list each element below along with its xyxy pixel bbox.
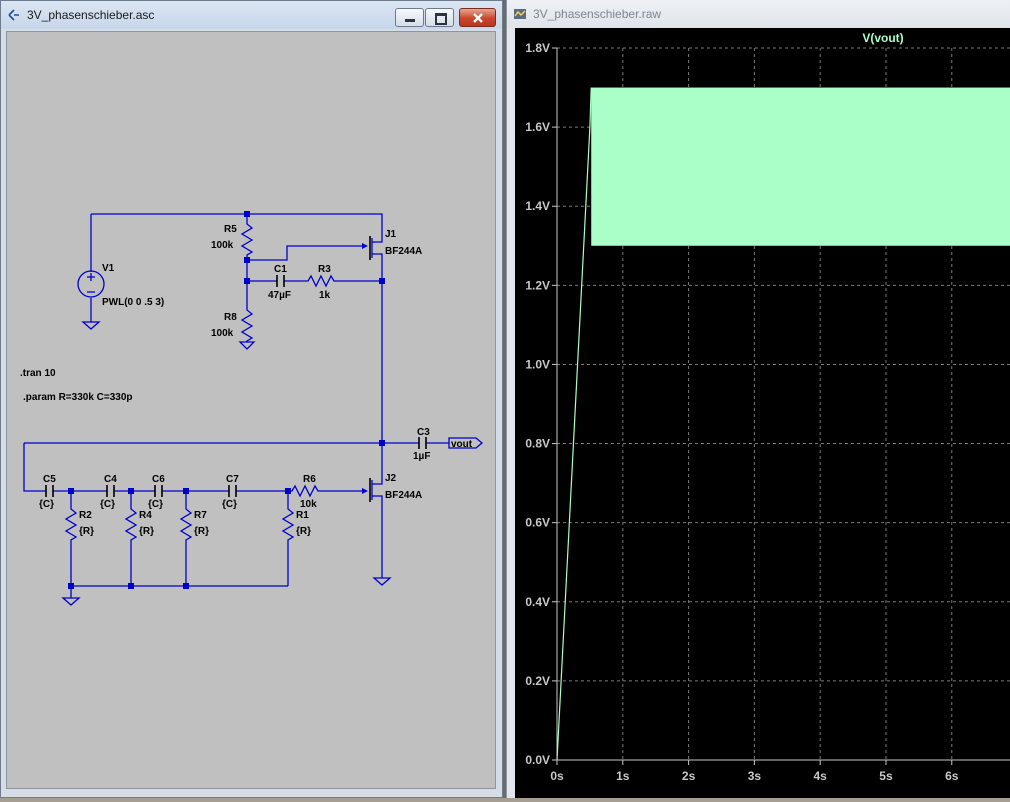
r3-value: 1k (319, 290, 331, 301)
trace-title[interactable]: V(vout) (862, 31, 903, 45)
minimize-button[interactable] (395, 8, 424, 27)
r2-label: R2 (79, 510, 92, 521)
y-tick-label: 1.4V (525, 199, 550, 213)
maximize-icon (435, 13, 447, 25)
close-button[interactable] (459, 8, 496, 27)
x-tick-label: 2s (682, 769, 696, 783)
r2-value: {R} (79, 526, 94, 537)
y-tick-label: 0.2V (525, 674, 550, 688)
r6-label: R6 (303, 474, 316, 485)
waveform-chart[interactable]: 0.0V 0.2V 0.4V 0.6V 0.8V 1.0V 1.2V 1.4V 1.6V 1.8V… (515, 28, 1010, 798)
vout-label: vout (451, 439, 473, 450)
r4-value: {R} (139, 526, 154, 537)
r5-label: R5 (224, 224, 237, 235)
ltspice-schematic-icon (8, 9, 19, 21)
c6-value: {C} (148, 499, 163, 510)
c4-label: C4 (104, 474, 117, 485)
waveform-window-title: 3V_phasenschieber.raw (533, 7, 662, 21)
r8-value: 100k (211, 328, 234, 339)
c7-label: C7 (226, 474, 239, 485)
y-tick-label: 0.8V (525, 437, 550, 451)
x-tick-label: 3s (748, 769, 762, 783)
x-tick-label: 0s (550, 769, 564, 783)
r4-label: R4 (139, 510, 152, 521)
waveform-icon (514, 9, 526, 19)
y-tick-label: 1.0V (525, 357, 550, 371)
c1-value: 47µF (268, 290, 291, 301)
y-tick-label: 1.8V (525, 41, 550, 55)
schematic-title-bar[interactable]: 3V_phasenschieber.asc (1, 1, 502, 29)
close-icon (473, 13, 483, 23)
voltage-source-v1[interactable] (77, 270, 105, 298)
y-tick-label: 1.2V (525, 278, 550, 292)
r1-label: R1 (296, 510, 309, 521)
minimize-icon (405, 19, 415, 22)
maximize-button[interactable] (425, 8, 454, 27)
r5-value: 100k (211, 240, 234, 251)
x-tick-label: 1s (616, 769, 630, 783)
v1-label: V1 (102, 263, 115, 274)
j2-model: BF244A (385, 490, 422, 501)
c3-label: C3 (417, 427, 430, 438)
r6-value: 10k (300, 499, 317, 510)
waveform-plot[interactable]: 0.0V 0.2V 0.4V 0.6V 0.8V 1.0V 1.2V 1.4V 1.6V 1.8V… (515, 28, 1010, 798)
c5-label: C5 (43, 474, 56, 485)
y-tick-label: 0.6V (525, 516, 550, 530)
j2-label: J2 (385, 473, 397, 484)
c1-label: C1 (274, 264, 287, 275)
param-directive[interactable]: .param R=330k C=330p (23, 392, 133, 403)
x-tick-label: 6s (945, 769, 959, 783)
r7-label: R7 (194, 510, 207, 521)
j1-label: J1 (385, 229, 397, 240)
desktop-background (0, 798, 1010, 802)
schematic-drawing: R5 100k J1 BF244A V1 C1 R3 47µF 1k PWL(0… (20, 211, 484, 606)
c4-value: {C} (100, 499, 115, 510)
c3-value: 1µF (413, 451, 430, 462)
vout-net-flag[interactable] (448, 437, 484, 449)
r1-value: {R} (296, 526, 311, 537)
v1-value: PWL(0 0 .5 3) (102, 297, 164, 308)
schematic-window: 3V_phasenschieber.asc (0, 0, 503, 798)
tran-directive[interactable]: .tran 10 (20, 368, 56, 379)
x-tick-label: 5s (879, 769, 893, 783)
y-tick-label: 0.4V (525, 595, 550, 609)
c7-value: {C} (222, 499, 237, 510)
c5-value: {C} (39, 499, 54, 510)
x-tick-label: 4s (814, 769, 828, 783)
trace-oscillation-band[interactable] (591, 87, 1010, 246)
r3-label: R3 (318, 264, 331, 275)
y-tick-label: 1.6V (525, 120, 550, 134)
y-tick-label: 0.0V (525, 753, 550, 767)
trace-ramp[interactable] (556, 87, 592, 761)
waveform-title-bar[interactable]: 3V_phasenschieber.raw (507, 0, 1010, 28)
r7-value: {R} (194, 526, 209, 537)
c6-label: C6 (152, 474, 165, 485)
r8-label: R8 (224, 312, 237, 323)
j1-model: BF244A (385, 246, 422, 257)
schematic-canvas[interactable]: R5 100k J1 BF244A V1 C1 R3 47µF 1k PWL(0… (6, 31, 496, 789)
schematic-window-title: 3V_phasenschieber.asc (27, 8, 155, 22)
